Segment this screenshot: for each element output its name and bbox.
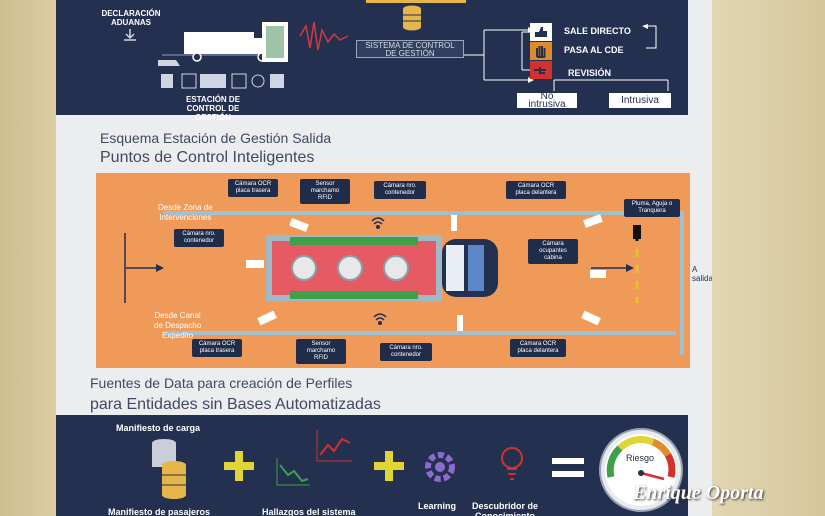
revision-branch	[553, 79, 669, 91]
label-ocr-delantera-top: Cámara OCR placa delantera	[506, 181, 566, 199]
rfid-sensor-icon	[373, 313, 387, 325]
declaracion-label: DECLARACIÓN ADUANAS	[101, 9, 161, 27]
label-ocr-delantera-bot: Cámara OCR placa delantera	[510, 339, 566, 357]
signal-bracket	[521, 31, 530, 71]
a-salida-label: A salida	[692, 265, 712, 283]
descubridor-label: Descubridor de Conocimiento	[472, 501, 539, 516]
truck-icon	[266, 235, 498, 301]
camera-icon	[451, 215, 457, 231]
lightbulb-icon	[501, 447, 523, 480]
camera-icon	[581, 310, 601, 326]
desde-canal-label: Desde Canal de Despacho Expedito	[154, 311, 202, 340]
revision-label: REVISIÓN	[568, 68, 612, 78]
documents-icon	[158, 60, 284, 89]
manifiesto-pasajeros-label: Manifiesto de pasajeros	[108, 507, 211, 516]
plus-icon	[374, 451, 404, 481]
label-ocr-trasera-top: Cámara OCR placa trasera	[228, 179, 278, 197]
camera-icon	[246, 260, 264, 268]
pasa-cde-label: PASA AL CDE	[564, 45, 624, 55]
signal-green	[530, 23, 552, 41]
camera-icon	[257, 310, 277, 326]
gear-icon	[425, 452, 455, 482]
photographer-signature: Enrique Oporta	[633, 482, 764, 504]
top-bar	[366, 0, 466, 3]
lanes-svg	[124, 211, 684, 355]
learning-label: Learning	[418, 501, 457, 511]
plus-icon	[224, 451, 254, 481]
manifiesto-carga-label: Manifiesto de carga	[116, 423, 201, 433]
heading-esquema: Esquema Estación de Gestión Salida	[100, 130, 332, 146]
label-contenedor-top: Cámara nro. contenedor	[374, 181, 426, 199]
intrusiva-box: Intrusiva	[608, 92, 672, 109]
pointing-hand-icon	[534, 67, 546, 74]
rfid-sensor-icon	[371, 217, 385, 229]
camera-icon	[590, 270, 606, 278]
database-stack-icon	[152, 439, 186, 499]
equals-icon	[552, 458, 584, 477]
diagram-panel: Desde Zona de Intervenciones Desde Canal…	[96, 173, 712, 368]
no-intrusiva-box: No intrusiva	[516, 92, 578, 110]
hallazgos-label: Hallazgos del sistema	[262, 507, 356, 516]
label-sensor-top: Sensor marchamo RFID	[300, 179, 350, 204]
estacion-label: ESTACIÓN DE CONTROL DE GESTIÓN	[185, 95, 241, 122]
label-contenedor-bot: Cámara nro. contenedor	[380, 343, 432, 361]
download-icon	[124, 29, 136, 41]
label-ocr-trasera-bot: Cámara OCR placa trasera	[192, 339, 242, 357]
label-contenedor-left: Cámara nro. contenedor	[174, 229, 224, 247]
label-pluma: Pluma, Aguja o Tranquera	[624, 199, 680, 217]
camera-icon	[457, 315, 463, 331]
riesgo-label: Riesgo	[626, 453, 655, 463]
signal-red	[530, 61, 552, 79]
signal-orange	[530, 42, 552, 60]
line-chart-down-icon	[276, 458, 310, 486]
return-arrow	[642, 24, 657, 49]
heading-puntos: Puntos de Control Inteligentes	[100, 149, 315, 166]
poster: DECLARACIÓN ADUANAS ESTACIÓN DE CONTROL …	[56, 0, 712, 516]
label-ocupantes: Cámara ocupantes cabina	[528, 239, 578, 264]
sale-directo-label: SALE DIRECTO	[564, 26, 631, 36]
label-sensor-bot: Sensor marchamo RFID	[296, 339, 346, 364]
camera-icon	[583, 214, 603, 228]
stop-hand-icon	[536, 46, 546, 58]
line-chart-up-icon	[316, 430, 352, 462]
bottom-panel: Manifiesto de carga Manifiesto de pasaje…	[56, 415, 688, 516]
wall-left	[0, 0, 56, 516]
wall-right	[712, 0, 825, 516]
database-icon	[403, 5, 421, 31]
heading-entidades: para Entidades sin Bases Automatizadas	[90, 396, 381, 413]
top-panel: DECLARACIÓN ADUANAS ESTACIÓN DE CONTROL …	[56, 0, 688, 122]
camera-icon	[289, 218, 309, 232]
heading-fuentes: Fuentes de Data para creación de Perfile…	[90, 375, 353, 391]
thumbs-up-icon	[535, 27, 547, 37]
truck-scene-icon	[162, 21, 349, 62]
desde-zona-label: Desde Zona de Intervenciones	[158, 203, 213, 222]
sistema-box: SISTEMA DE CONTROL DE GESTIÓN	[356, 40, 464, 58]
risk-gauge-icon	[599, 428, 683, 512]
